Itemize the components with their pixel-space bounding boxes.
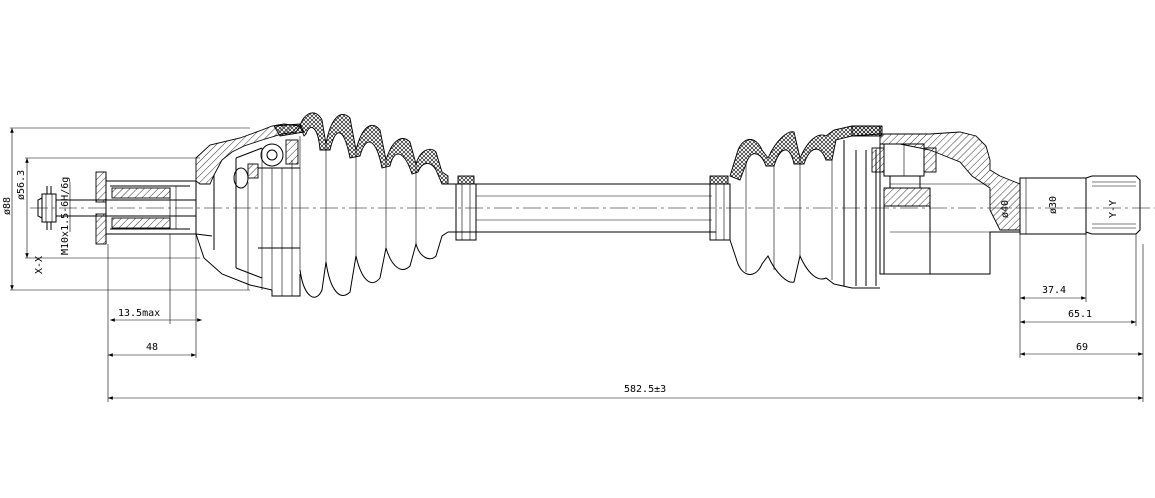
- dim-65-1: 65.1: [1068, 309, 1092, 320]
- dim-37-4: 37.4: [1042, 285, 1066, 296]
- diameter-56-label: ø56.3: [16, 170, 27, 200]
- diameter-40-label: ø40: [1000, 200, 1011, 218]
- section-yy-label: Y-Y: [1108, 200, 1119, 218]
- dim-48: 48: [146, 342, 158, 353]
- diameter-88-label: ø88: [2, 197, 13, 215]
- diameter-30-label: ø30: [1048, 196, 1059, 214]
- inner-tripod-joint: [843, 125, 1021, 286]
- dim-13-5max: 13.5max: [118, 308, 160, 319]
- left-stub-shaft: [37, 171, 197, 245]
- dim-69: 69: [1076, 342, 1088, 353]
- right-splined-stub: [1019, 175, 1141, 235]
- thread-spec-label: M10x1.5-6H/6g: [60, 177, 71, 255]
- right-boot: [709, 125, 881, 289]
- dim-582-5-overall: 582.5±3: [624, 384, 666, 395]
- outer-cv-joint: [195, 123, 305, 297]
- left-dimensions: [10, 127, 250, 291]
- main-shaft: [448, 183, 716, 233]
- left-boot: [299, 112, 477, 298]
- section-xx-label: X-X: [34, 256, 45, 274]
